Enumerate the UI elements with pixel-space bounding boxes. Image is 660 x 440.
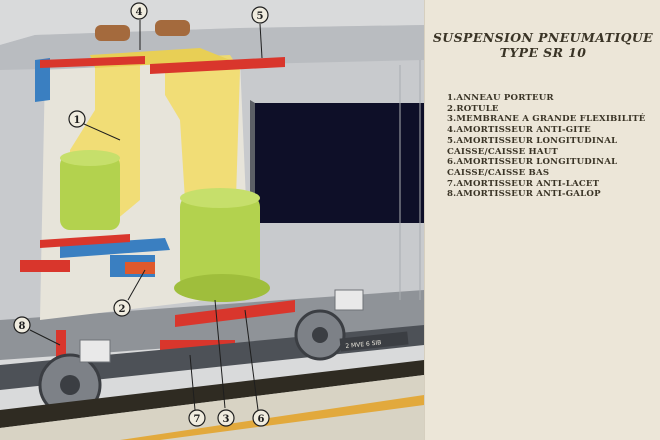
suspension-cutaway-illustration: 2 MVE 6 SIB 1 2 3 4 — [0, 0, 424, 440]
svg-text:6: 6 — [258, 414, 265, 425]
primary-spring — [334, 289, 364, 311]
upper-longitudinal-damper — [40, 56, 145, 68]
callout-6: 6 — [252, 409, 270, 427]
legend-item: 5.AMORTISSEUR LONGITUDINAL CAISSE/CAISSE… — [447, 135, 618, 157]
ground — [0, 375, 424, 440]
legend-item: 3.MEMBRANE A GRANDE FLEXIBILITÉ — [447, 114, 646, 125]
identification-plate — [339, 331, 409, 352]
svg-text:4: 4 — [136, 7, 143, 18]
air-spring-membrane — [174, 274, 270, 302]
track-strip — [120, 395, 424, 440]
anti-pitch-damper — [56, 330, 66, 375]
blue-bracket — [35, 58, 50, 102]
upper-damper-rod — [150, 57, 285, 74]
svg-text:7: 7 — [194, 414, 201, 425]
legend-item: 8.AMORTISSEUR ANTI-GALOP — [447, 189, 601, 200]
ball-joint — [125, 262, 155, 274]
callout-2: 2 — [113, 299, 131, 317]
legend-item: 4.AMORTISSEUR ANTI-GITE — [447, 125, 591, 136]
callout-1: 1 — [68, 110, 86, 128]
svg-text:5: 5 — [257, 11, 264, 22]
blue-crossbeam — [60, 238, 170, 258]
legend-item: 6.AMORTISSEUR LONGITUDINAL CAISSE/CAISSE… — [447, 157, 618, 178]
leader-lines — [29, 20, 263, 411]
side-damper — [20, 260, 70, 272]
legend-panel: SUSPENSION PNEUMATIQUE TYPE SR 10 1.ANNE… — [424, 0, 660, 440]
svg-text:2: 2 — [119, 304, 126, 315]
svg-text:1: 1 — [74, 115, 81, 126]
wheel-left-hub — [60, 375, 80, 395]
car-window — [255, 103, 424, 223]
callout-7: 7 — [188, 409, 206, 427]
lower-longitudinal-damper — [175, 300, 295, 327]
callout-5: 5 — [251, 6, 269, 24]
air-spring-right-top — [180, 188, 260, 208]
legend-item: 1.ANNEAU PORTEUR — [447, 93, 554, 103]
hose-left — [95, 25, 130, 41]
wheel-right-hub — [312, 327, 328, 343]
callout-4: 4 — [130, 2, 148, 20]
rail — [0, 360, 424, 428]
svg-text:3: 3 — [223, 414, 230, 425]
air-spring-left-top — [60, 150, 120, 166]
air-spring-right — [180, 195, 260, 290]
anti-roll-damper — [40, 234, 130, 248]
title-line-2: TYPE SR 10 — [499, 45, 587, 60]
legend-list: 1.ANNEAU PORTEUR 2.ROTULE 3.MEMBRANE A G… — [447, 93, 646, 200]
air-spring-left — [60, 155, 120, 230]
callout-8: 8 — [13, 316, 31, 334]
legend-item: 2.ROTULE — [447, 103, 499, 114]
title-line-1: SUSPENSION PNEUMATIQUE — [432, 30, 654, 45]
plate-label: 2 MVE 6 SIB — [345, 339, 382, 350]
legend-item: 7.AMORTISSEUR ANTI-LACET — [447, 178, 600, 189]
callout-3: 3 — [217, 409, 235, 427]
primary-spring — [79, 339, 111, 363]
svg-text:8: 8 — [19, 321, 26, 332]
hose-right — [155, 20, 190, 36]
